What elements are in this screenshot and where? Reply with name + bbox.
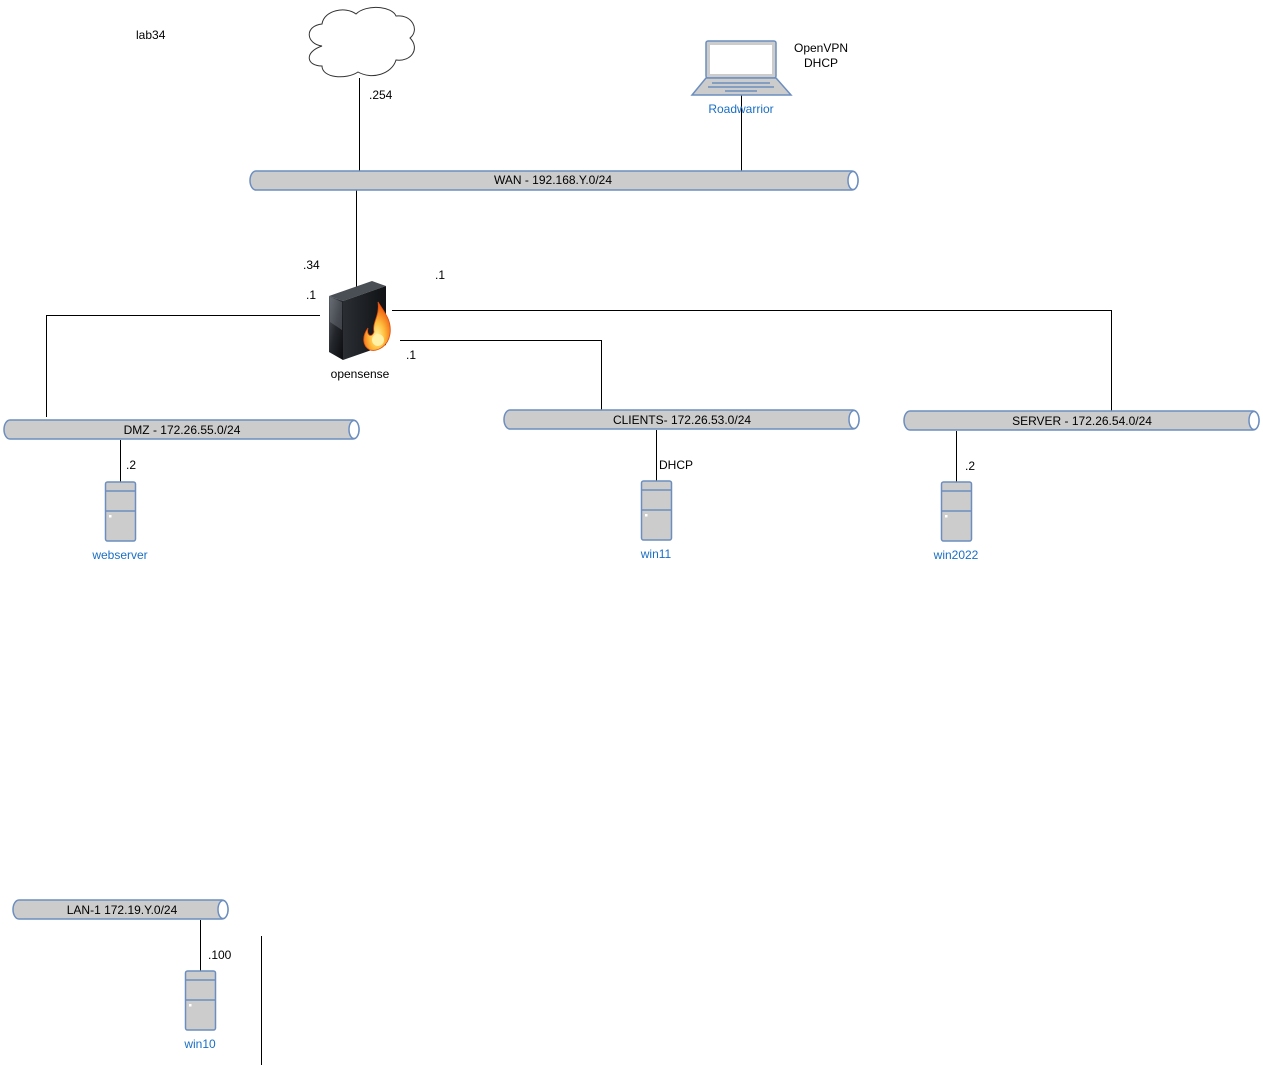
firewall-icon[interactable] [329,281,391,360]
firewall-server-address: .1 [435,268,446,282]
roadwarrior-label: Roadwarrior [708,102,774,116]
firewall-wan-address: .34 [303,258,320,272]
win10-server-icon[interactable] [184,970,217,1031]
internet-cloud-icon[interactable] [308,7,415,78]
firewall-dmz-address: .1 [306,288,317,302]
roadwarrior-note-openvpn: OpenVPN [794,41,849,55]
wan-network-bus[interactable] [249,170,859,191]
win11-server-icon[interactable] [640,480,673,541]
laptop-icon[interactable] [690,40,793,96]
server-firewall-link [392,310,1112,412]
wan-network-label: WAN - 192.168.Y.0/24 [493,173,613,187]
win2022-label: win2022 [933,548,979,562]
win11-address: DHCP [659,458,694,472]
win10-label: win10 [184,1037,216,1051]
firewall-clients-address: .1 [406,348,417,362]
lan1-network-bus[interactable] [12,899,229,920]
clients-network-bus[interactable] [503,409,860,430]
roadwarrior-note-dhcp: DHCP [804,56,839,70]
internet-address-label: .254 [369,88,393,102]
win11-label: win11 [640,547,672,561]
dmz-network-label: DMZ - 172.26.55.0/24 [123,423,241,437]
webserver-server-icon[interactable] [104,481,137,542]
lan1-network-label: LAN-1 172.19.Y.0/24 [66,903,178,917]
clients-firewall-link [400,340,602,411]
win10-address: .100 [208,948,232,962]
dmz-network-bus[interactable] [3,419,360,440]
webserver-label: webserver [92,548,148,562]
win2022-server-icon[interactable] [940,481,973,542]
server-network-bus[interactable] [903,410,1260,431]
diagram-title: lab34 [136,28,166,42]
webserver-address: .2 [126,458,137,472]
win2022-address: .2 [965,459,976,473]
server-network-label: SERVER - 172.26.54.0/24 [1012,414,1152,428]
clients-network-label: CLIENTS- 172.26.53.0/24 [612,413,752,427]
dmz-firewall-link [46,315,320,417]
firewall-label: opensense [330,367,390,381]
